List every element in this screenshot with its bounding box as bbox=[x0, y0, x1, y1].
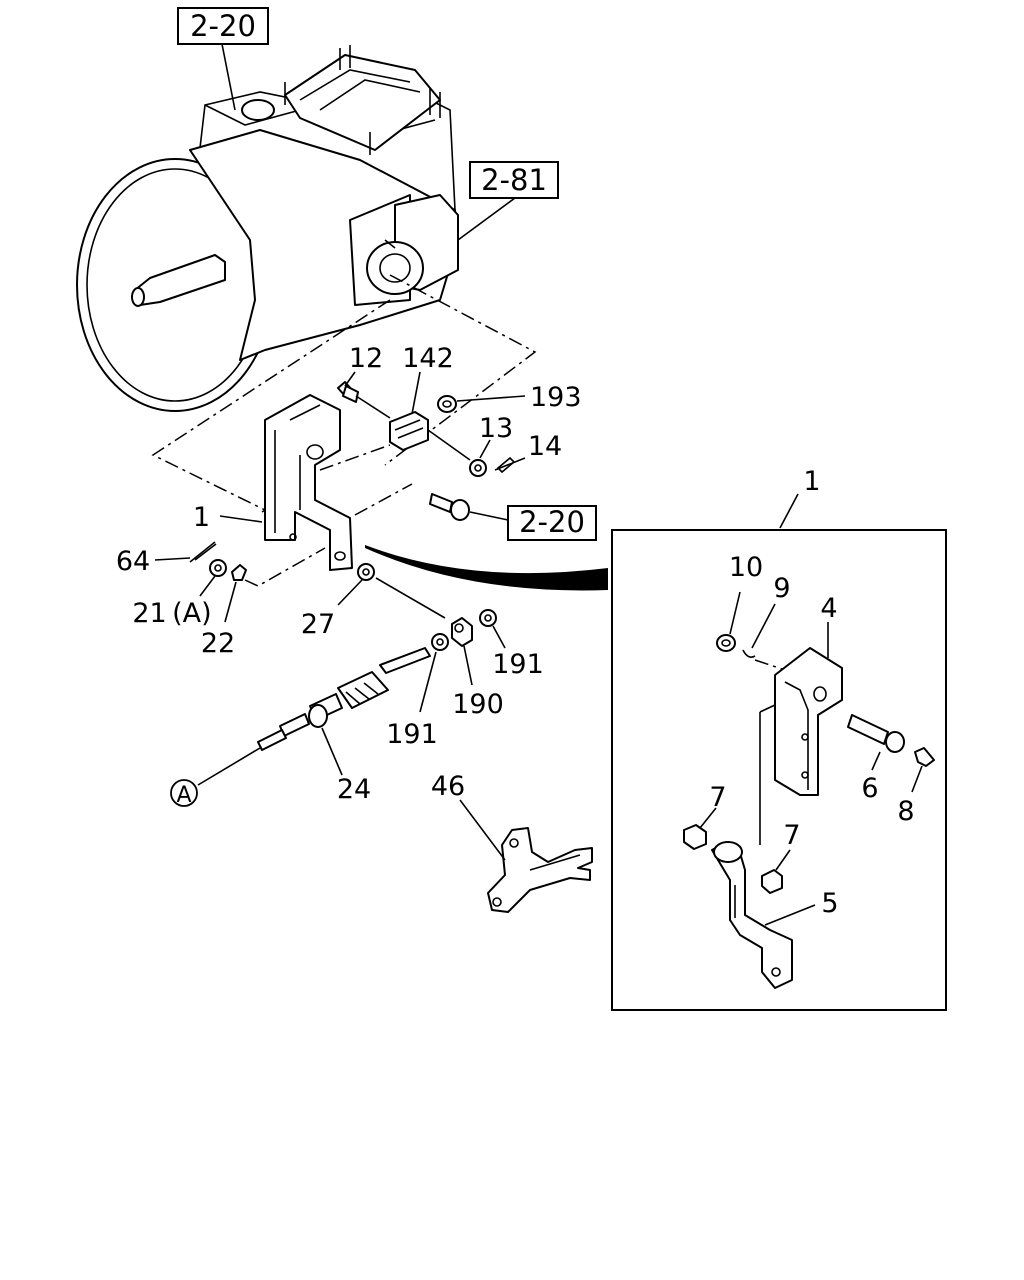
callout-64: 64 bbox=[116, 546, 150, 577]
callout-9: 9 bbox=[773, 573, 790, 604]
reference-box-2-81[interactable]: 2-81 bbox=[469, 161, 559, 199]
callout-10: 10 bbox=[729, 552, 763, 583]
bracket-4 bbox=[774, 647, 843, 796]
clip-9 bbox=[742, 649, 756, 658]
callout-1: 1 bbox=[193, 502, 210, 533]
bushing-7-left bbox=[683, 824, 707, 850]
callout-5: 5 bbox=[821, 888, 838, 919]
callout-7-left: 7 bbox=[709, 782, 726, 813]
lever-5 bbox=[711, 841, 793, 989]
detail-title: 1 bbox=[803, 466, 820, 497]
callout-7-right: 7 bbox=[783, 820, 800, 851]
transmission-assembly bbox=[76, 45, 537, 513]
reference-label: 2-20 bbox=[519, 505, 585, 539]
callout-8: 8 bbox=[897, 796, 914, 827]
washer-27 bbox=[357, 563, 375, 581]
callout-193: 193 bbox=[530, 382, 582, 413]
callout-24: 24 bbox=[337, 774, 371, 805]
callout-4: 4 bbox=[820, 593, 837, 624]
washer-21 bbox=[209, 559, 227, 577]
callout-191-left: 191 bbox=[386, 719, 438, 750]
callout-191-right: 191 bbox=[492, 649, 544, 680]
callout-27: 27 bbox=[301, 609, 335, 640]
detail-pointer bbox=[365, 545, 608, 591]
washer-13 bbox=[469, 459, 487, 477]
clip-22 bbox=[231, 564, 247, 581]
callout-14: 14 bbox=[528, 431, 562, 462]
callout-190: 190 bbox=[452, 689, 504, 720]
callout-12: 12 bbox=[349, 343, 383, 374]
bracket-1 bbox=[264, 394, 353, 571]
nut-10 bbox=[716, 634, 736, 652]
nut-191-left bbox=[431, 633, 449, 651]
reference-box-2-20-middle[interactable]: 2-20 bbox=[507, 505, 597, 541]
clevis-pin-64 bbox=[189, 541, 217, 563]
control-cable-24 bbox=[257, 647, 431, 751]
nut-191-right bbox=[479, 609, 497, 627]
callout-22: 22 bbox=[201, 628, 235, 659]
detail-box bbox=[611, 529, 947, 1011]
bushing-7-right bbox=[761, 869, 783, 894]
bolt-12 bbox=[337, 381, 359, 403]
rubber-damper-142 bbox=[389, 411, 429, 451]
circle-a-label: A bbox=[176, 783, 191, 808]
nut-193 bbox=[437, 395, 457, 413]
reference-label: 2-20 bbox=[190, 9, 256, 43]
bolt-6 bbox=[847, 714, 905, 753]
ball-joint-190 bbox=[451, 617, 473, 647]
reference-box-2-20-top[interactable]: 2-20 bbox=[177, 7, 269, 45]
split-pin-14 bbox=[494, 456, 526, 474]
circle-a-marker: A bbox=[170, 779, 198, 808]
input-shaft bbox=[134, 254, 226, 306]
callout-21a: 21 (A) bbox=[132, 598, 211, 629]
bolt-to-2-20 bbox=[429, 493, 470, 521]
grease-fitting-8 bbox=[914, 747, 935, 767]
reference-label: 2-81 bbox=[481, 163, 547, 197]
callout-13: 13 bbox=[479, 413, 513, 444]
callout-46: 46 bbox=[431, 771, 465, 802]
top-cover bbox=[284, 54, 441, 151]
lever-46 bbox=[487, 827, 593, 913]
callout-142: 142 bbox=[402, 343, 454, 374]
callout-6: 6 bbox=[861, 773, 878, 804]
